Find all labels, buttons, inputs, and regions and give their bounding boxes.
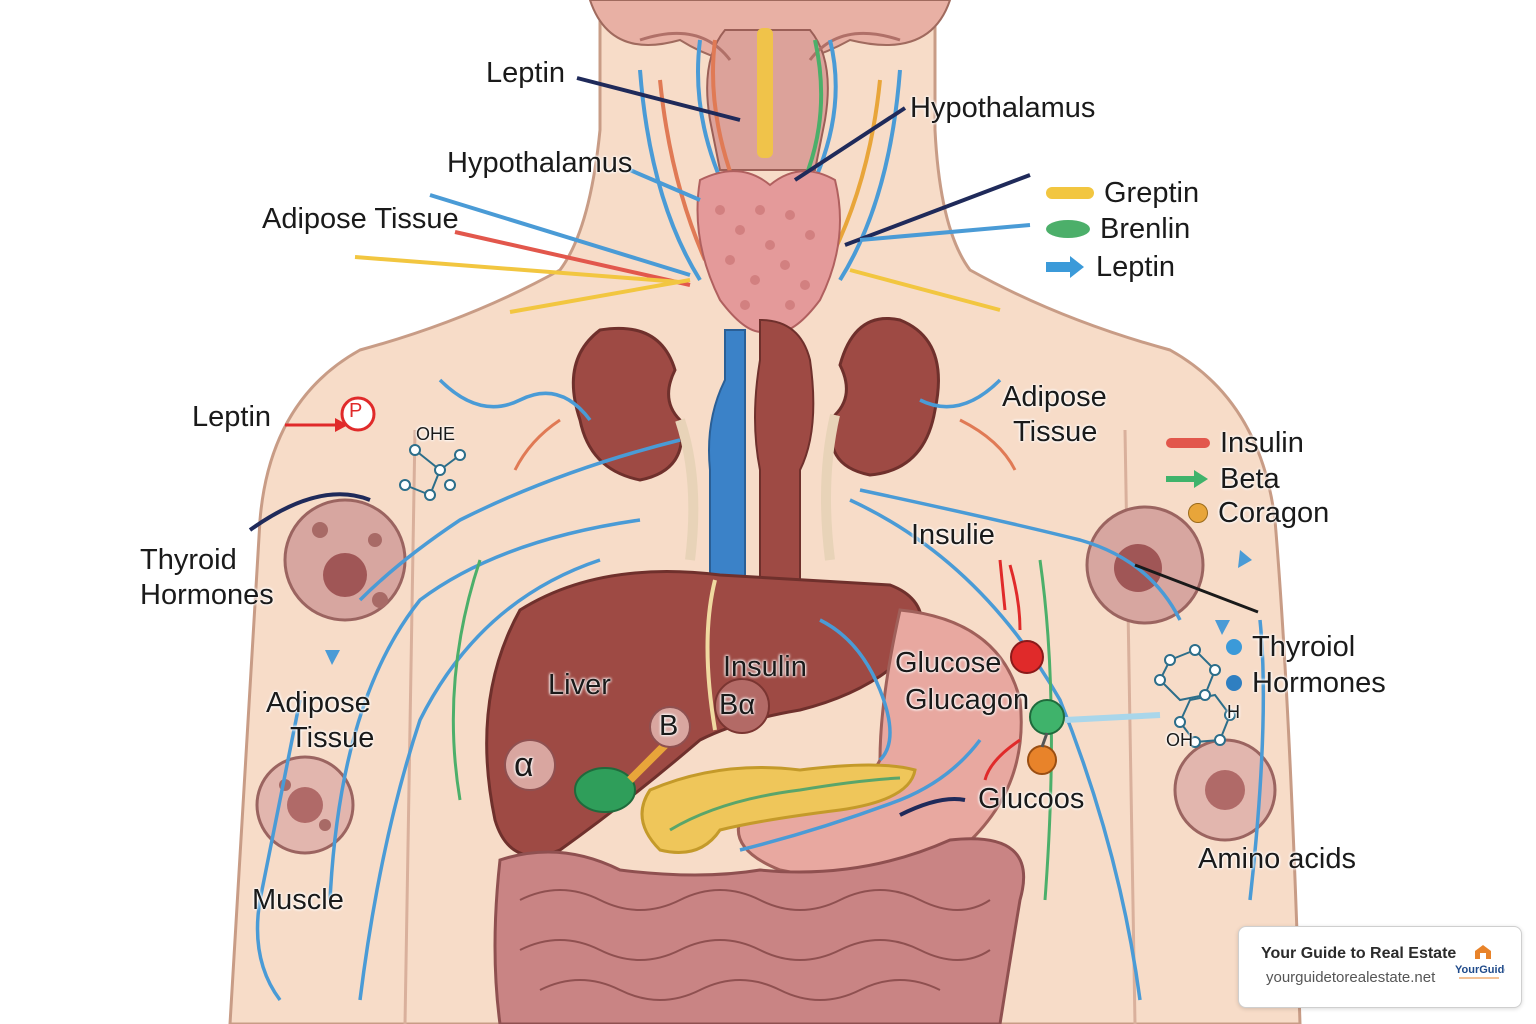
thyroiol-dot — [1226, 639, 1242, 656]
label-hypothalamus-right: Hypothalamus — [910, 92, 1096, 124]
legend-mid-item-insulin: Insulin — [1166, 426, 1304, 461]
label-chem-ohe: OHE — [416, 424, 456, 444]
label-thyroid: Thyroid — [140, 544, 237, 576]
coragon-dot — [1188, 503, 1208, 524]
legend-label: Hormones — [1252, 667, 1386, 699]
beta-alpha-cell — [714, 678, 770, 734]
thyroid-gland — [696, 170, 841, 333]
right-kidney — [830, 317, 940, 477]
label-hypothalamus-left: Hypothalamus — [447, 147, 633, 179]
chemical-structure-right — [1154, 644, 1236, 748]
label-glucose: Glucose — [895, 647, 1002, 679]
watermark-card[interactable]: Your Guide to Real Estate yourguidetorea… — [1238, 926, 1522, 1008]
chemical-structure-left — [399, 444, 466, 501]
watermark-title: Your Guide to Real Estate — [1261, 945, 1457, 962]
adipose-cell-left-upper — [283, 498, 407, 622]
label-chem-h: H — [1227, 702, 1240, 722]
glucagon-ball-green — [1029, 699, 1065, 735]
arrow-right-icon — [1166, 470, 1208, 489]
legend-low-item-thyroiol: Thyroiol — [1226, 630, 1355, 665]
left-kidney — [571, 326, 684, 482]
legend-label: Thyroiol — [1252, 631, 1356, 663]
label-adipose-left: Adipose — [266, 687, 371, 719]
alpha-cell — [504, 739, 556, 791]
legend-label: Greptin — [1104, 177, 1200, 209]
pancreas — [640, 763, 917, 854]
label-glucoos: Glucoos — [978, 783, 1085, 815]
legend-label: Leptin — [1096, 251, 1176, 283]
legend-top-item-brenlin: Brenlin — [1046, 212, 1190, 247]
p-marker-circle — [340, 396, 376, 432]
adipose-cell-left-lower — [255, 755, 355, 855]
legend-mid-item-beta: Beta — [1166, 462, 1280, 497]
p-marker-text: P — [349, 400, 363, 422]
hormones-dot — [1226, 675, 1242, 692]
label-tissue-left: Tissue — [290, 722, 375, 754]
glucagon-ball-orange — [1027, 745, 1057, 775]
leaf-icon — [1046, 220, 1090, 239]
label-insulin-center: Insulin — [723, 651, 807, 683]
label-amino-acids: Amino acids — [1198, 843, 1356, 875]
greptin-swatch — [1046, 187, 1094, 200]
glucose-ball-red — [1010, 640, 1044, 674]
label-muscle: Muscle — [252, 884, 344, 916]
insulin-swatch — [1166, 438, 1210, 449]
adipose-cell-right-upper — [1085, 505, 1205, 625]
legend-label: Beta — [1220, 463, 1280, 495]
beta-cell — [649, 706, 691, 748]
legend-label: Insulin — [1220, 427, 1304, 459]
house-logo-icon: YourGuide — [1455, 945, 1505, 979]
legend-top-item-leptin: Leptin — [1046, 250, 1175, 285]
label-adipose-right: Adipose — [1002, 381, 1107, 413]
label-glucagon: Glucagon — [905, 684, 1030, 716]
logo-text: YourGuide — [1455, 964, 1505, 976]
label-alpha-symbol: α — [514, 746, 534, 784]
watermark-url[interactable]: yourguidetorealestate.net — [1266, 969, 1436, 986]
label-hormones-left: Hormones — [140, 579, 274, 611]
gallbladder — [574, 767, 636, 813]
aorta — [754, 318, 815, 591]
label-leptin-top: Leptin — [486, 57, 566, 89]
label-tissue-right: Tissue — [1013, 416, 1098, 448]
label-insulie: Insulie — [911, 519, 995, 551]
label-adipose-tissue-upper-left: Adipose Tissue — [262, 203, 459, 235]
label-chem-oh: OH — [1166, 730, 1193, 750]
legend-label: Coragon — [1218, 497, 1330, 529]
label-beta-alpha: Bα — [719, 689, 756, 721]
legend-mid-item-coragon: Coragon — [1188, 496, 1329, 531]
label-liver: Liver — [548, 669, 611, 701]
legend-top-item-greptin: Greptin — [1046, 176, 1199, 211]
legend-low-item-hormones: Hormones — [1226, 666, 1386, 701]
label-leptin-left: Leptin — [192, 401, 272, 433]
legend-label: Brenlin — [1100, 213, 1191, 245]
arrow-right-icon — [1046, 256, 1084, 279]
label-beta-symbol: B — [659, 710, 679, 742]
